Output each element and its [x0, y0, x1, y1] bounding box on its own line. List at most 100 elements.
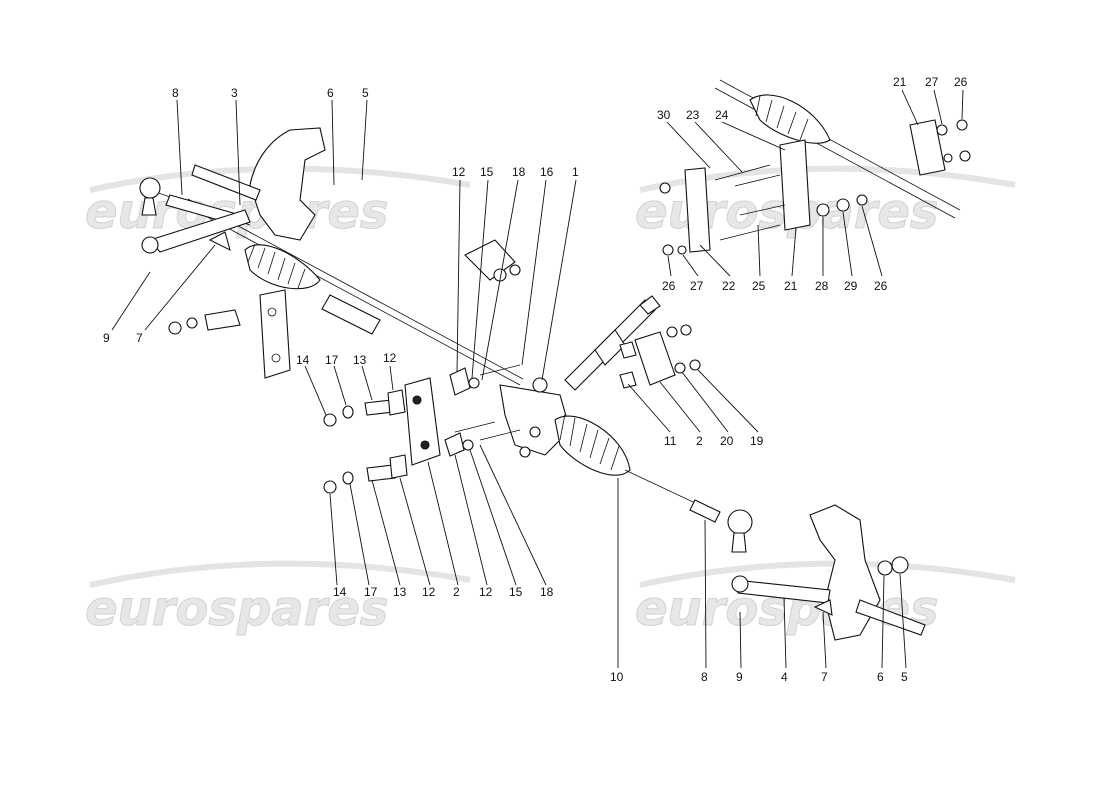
- callout-23: 23: [686, 108, 743, 173]
- svg-text:13: 13: [393, 585, 407, 599]
- svg-text:22: 22: [722, 279, 736, 293]
- bushes-and-washers-left: [168, 309, 408, 494]
- callout-9: 9: [103, 271, 151, 345]
- svg-text:29: 29: [844, 279, 858, 293]
- callout-1: 1: [541, 165, 579, 381]
- svg-text:eurospares: eurospares: [85, 581, 389, 637]
- callout-12b: 12: [399, 477, 436, 599]
- callout-28: 28: [815, 217, 829, 293]
- callout-2: 2: [427, 461, 460, 599]
- svg-text:12: 12: [479, 585, 493, 599]
- svg-text:21: 21: [893, 75, 907, 89]
- svg-text:3: 3: [231, 86, 238, 100]
- callout-27b: 27: [682, 254, 704, 293]
- callout-6b: 6: [877, 575, 885, 684]
- callout-17: 17: [325, 353, 347, 406]
- callout-26b: 26: [662, 255, 676, 293]
- watermark-bottom-left: eurospares: [85, 560, 471, 638]
- svg-text:23: 23: [686, 108, 700, 122]
- callout-12: 12: [383, 351, 397, 391]
- svg-text:7: 7: [821, 670, 828, 684]
- left-mounting-clamp: [259, 289, 441, 466]
- inset-rack-mounting-detail: [659, 79, 971, 256]
- callout-27: 27: [925, 75, 943, 125]
- svg-text:12: 12: [422, 585, 436, 599]
- steering-rack-assembly: [139, 177, 753, 553]
- callout-8b: 8: [701, 519, 708, 684]
- callout-29: 29: [842, 211, 858, 293]
- svg-text:13: 13: [353, 353, 367, 367]
- svg-text:16: 16: [540, 165, 554, 179]
- right-steering-knuckle: [731, 504, 926, 641]
- svg-text:24: 24: [715, 108, 729, 122]
- svg-text:5: 5: [362, 86, 369, 100]
- callout-20: 20: [681, 371, 734, 448]
- callout-12d: 12: [452, 165, 466, 373]
- left-rack-boot: [244, 243, 321, 290]
- callout-21b: 21: [784, 227, 798, 293]
- upper-clamp-and-bushes: [444, 239, 521, 457]
- callout-18: 18: [481, 165, 526, 381]
- callout-9b: 9: [736, 611, 743, 684]
- callout-8: 8: [172, 86, 183, 196]
- callout-14: 14: [296, 353, 327, 416]
- callout-10: 10: [610, 478, 624, 684]
- svg-text:26: 26: [954, 75, 968, 89]
- svg-text:26: 26: [874, 279, 888, 293]
- callout-2b: 2: [659, 381, 703, 448]
- callout-6: 6: [327, 86, 335, 186]
- callout-22: 22: [699, 244, 736, 293]
- watermark-bottom-right: eurospares: [635, 560, 1016, 638]
- svg-text:1: 1: [572, 165, 579, 179]
- svg-text:2: 2: [696, 434, 703, 448]
- svg-text:28: 28: [815, 279, 829, 293]
- callout-12c: 12: [454, 454, 493, 599]
- right-clamp-and-washers: [619, 324, 701, 389]
- callout-13: 13: [353, 353, 373, 401]
- svg-text:15: 15: [480, 165, 494, 179]
- svg-text:14: 14: [296, 353, 310, 367]
- callout-3: 3: [231, 86, 241, 206]
- callout-5b: 5: [899, 573, 908, 684]
- svg-text:14: 14: [333, 585, 347, 599]
- svg-text:5: 5: [901, 670, 908, 684]
- svg-text:12: 12: [452, 165, 466, 179]
- svg-text:9: 9: [103, 331, 110, 345]
- callout-labels: 8 3 6 5 9 7 14 17 13 12 14 17 13 12 2 12…: [103, 75, 968, 684]
- svg-text:27: 27: [925, 75, 939, 89]
- svg-text:10: 10: [610, 670, 624, 684]
- svg-text:17: 17: [364, 585, 378, 599]
- left-steering-knuckle: [141, 127, 326, 254]
- svg-text:21: 21: [784, 279, 798, 293]
- callout-17b: 17: [349, 483, 378, 599]
- svg-text:6: 6: [877, 670, 884, 684]
- callout-21: 21: [893, 75, 919, 126]
- callout-25: 25: [752, 224, 766, 293]
- callout-16: 16: [521, 165, 554, 366]
- callout-26c: 26: [861, 205, 888, 293]
- callout-19: 19: [697, 369, 764, 448]
- svg-text:6: 6: [327, 86, 334, 100]
- svg-text:27: 27: [690, 279, 704, 293]
- svg-text:8: 8: [172, 86, 179, 100]
- callout-26: 26: [954, 75, 968, 120]
- svg-text:4: 4: [781, 670, 788, 684]
- svg-text:18: 18: [540, 585, 554, 599]
- svg-text:15: 15: [509, 585, 523, 599]
- callout-7b: 7: [821, 611, 828, 684]
- svg-text:19: 19: [750, 434, 764, 448]
- callout-4: 4: [781, 597, 788, 684]
- callout-24: 24: [715, 108, 786, 151]
- callout-30: 30: [657, 108, 711, 169]
- right-rack-boot: [554, 413, 631, 476]
- svg-text:25: 25: [752, 279, 766, 293]
- svg-text:26: 26: [662, 279, 676, 293]
- svg-text:12: 12: [383, 351, 397, 365]
- svg-text:30: 30: [657, 108, 671, 122]
- svg-text:8: 8: [701, 670, 708, 684]
- svg-text:9: 9: [736, 670, 743, 684]
- svg-text:7: 7: [136, 331, 143, 345]
- callout-15: 15: [471, 165, 494, 379]
- callout-13b: 13: [371, 479, 407, 599]
